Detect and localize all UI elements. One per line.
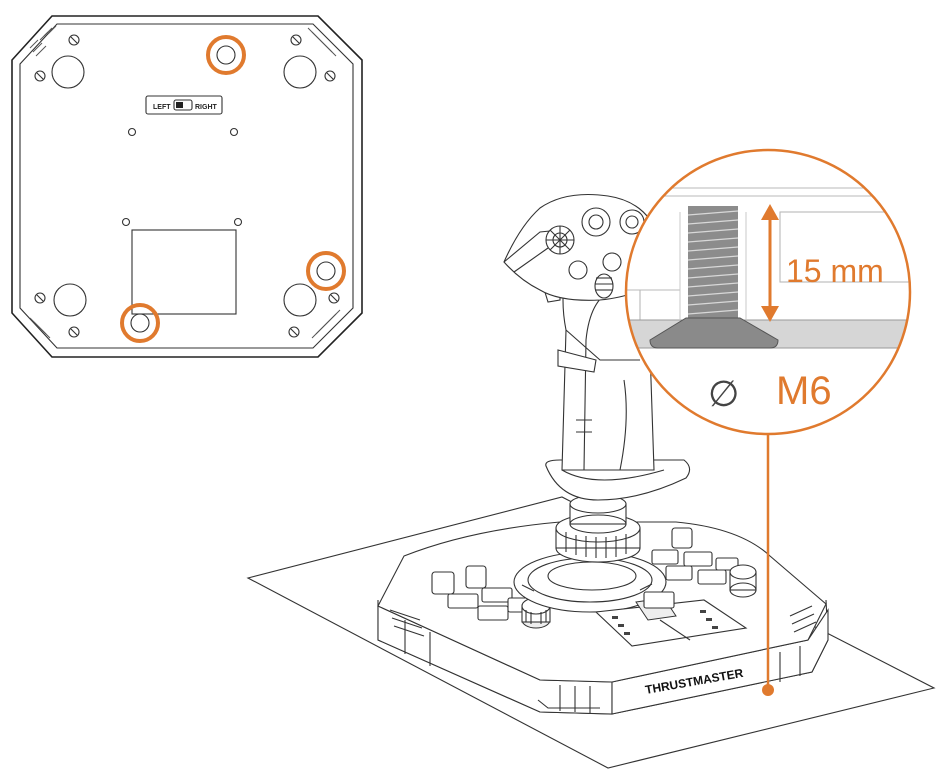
plate-outline — [11, 15, 363, 358]
stick-trigger — [557, 349, 597, 373]
foot-top-left — [51, 55, 85, 89]
length-dimension-arrow — [761, 204, 779, 322]
mounting-hole-bottom-left — [120, 303, 160, 343]
base-right-knob — [729, 564, 757, 598]
m6-screw-head — [649, 317, 779, 349]
throttle-panel — [594, 591, 748, 647]
length-label: 15 mm — [786, 253, 884, 289]
handedness-switch: LEFT RIGHT — [145, 95, 223, 115]
foot-top-right — [283, 55, 317, 89]
label-area — [131, 229, 237, 315]
diameter-symbol: ∅ — [708, 373, 739, 414]
base-right-buttons — [651, 527, 739, 585]
corner-hatching — [29, 25, 341, 339]
plate-screws — [34, 34, 340, 338]
callout-anchor-dot — [762, 684, 774, 696]
m6-screw — [649, 206, 779, 349]
stick-hat-buttons — [545, 207, 645, 299]
mounting-hole-right — [306, 251, 346, 291]
switch-right-label: RIGHT — [195, 104, 218, 111]
switch-left-label: LEFT — [153, 104, 171, 111]
magnifier-callout: 15 mm ∅ M6 — [624, 148, 912, 696]
base-left-knob — [521, 597, 551, 629]
foot-bottom-left — [53, 283, 87, 317]
thread-size-label: M6 — [776, 369, 832, 413]
joystick-base: THRUSTMASTER — [377, 521, 829, 715]
bottom-view-plate: LEFT RIGHT — [11, 15, 363, 358]
base-left-buttons — [431, 565, 537, 621]
callout-circle — [624, 148, 912, 436]
mounting-holes — [120, 35, 346, 343]
mounting-hole-top — [206, 35, 246, 75]
foot-bottom-right — [283, 283, 317, 317]
stick-collar — [555, 494, 641, 563]
